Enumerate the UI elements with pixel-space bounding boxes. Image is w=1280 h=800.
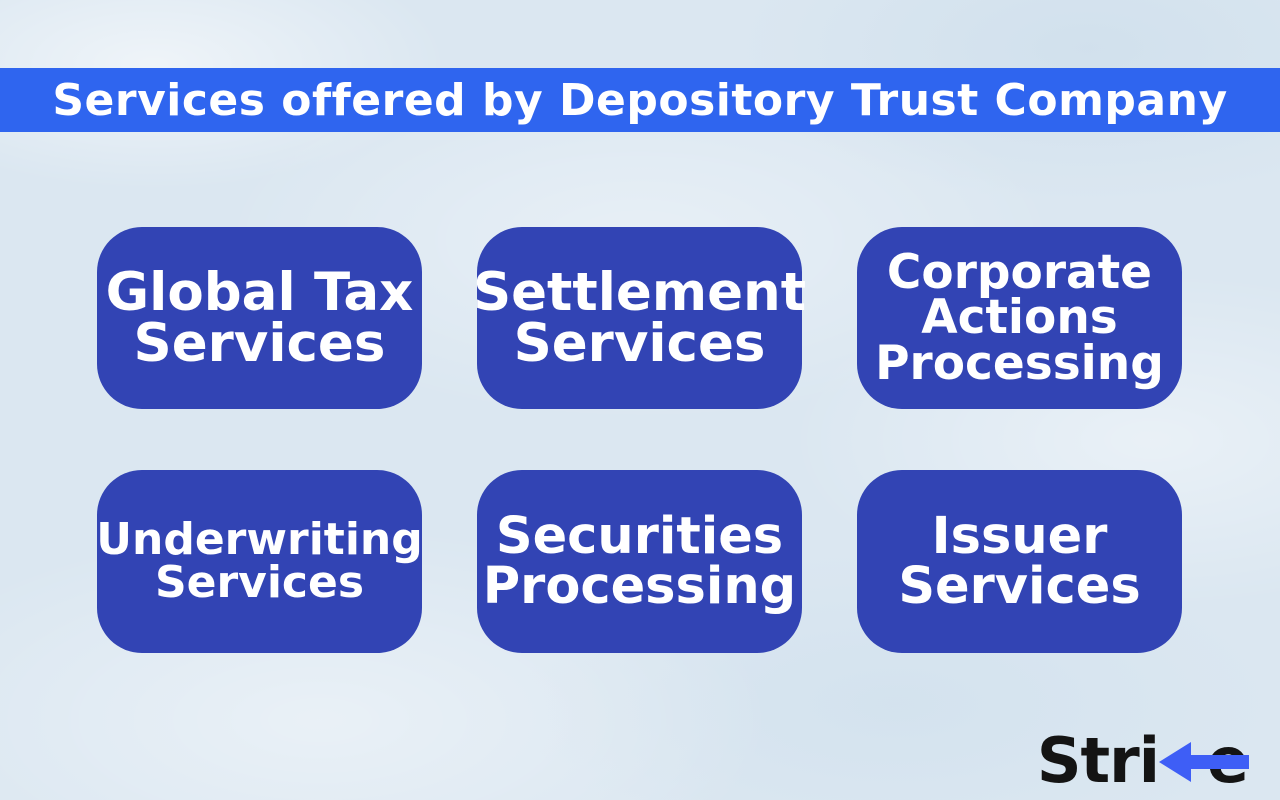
strike-logo-ke: e: [1159, 730, 1249, 792]
strike-logo: Stri e: [1037, 720, 1249, 792]
service-card-label: Securities Processing: [482, 507, 797, 616]
service-card-issuer: Issuer Services: [857, 470, 1182, 653]
strike-logo-text-prefix: Stri: [1036, 724, 1160, 797]
service-card-settlement: Settlement Services: [473, 227, 806, 409]
header-bar: Services offered by Depository Trust Com…: [0, 68, 1280, 132]
service-card-label: Settlement Services: [472, 261, 807, 374]
service-card-corporate-actions: Corporate Actions Processing: [857, 227, 1182, 409]
service-card-label: Corporate Actions Processing: [875, 244, 1164, 391]
service-card-global-tax: Global Tax Services: [97, 227, 422, 409]
service-card-label: Underwriting Services: [96, 513, 423, 608]
service-card-underwriting: Underwriting Services: [96, 470, 423, 653]
service-card-label: Issuer Services: [898, 507, 1141, 616]
service-card-label: Global Tax Services: [105, 261, 414, 374]
service-card-securities-processing: Securities Processing: [477, 470, 802, 653]
strike-arrow-icon: [1159, 742, 1249, 782]
services-grid: Global Tax Services Settlement Services …: [96, 227, 1183, 653]
page-title: Services offered by Depository Trust Com…: [52, 74, 1228, 126]
